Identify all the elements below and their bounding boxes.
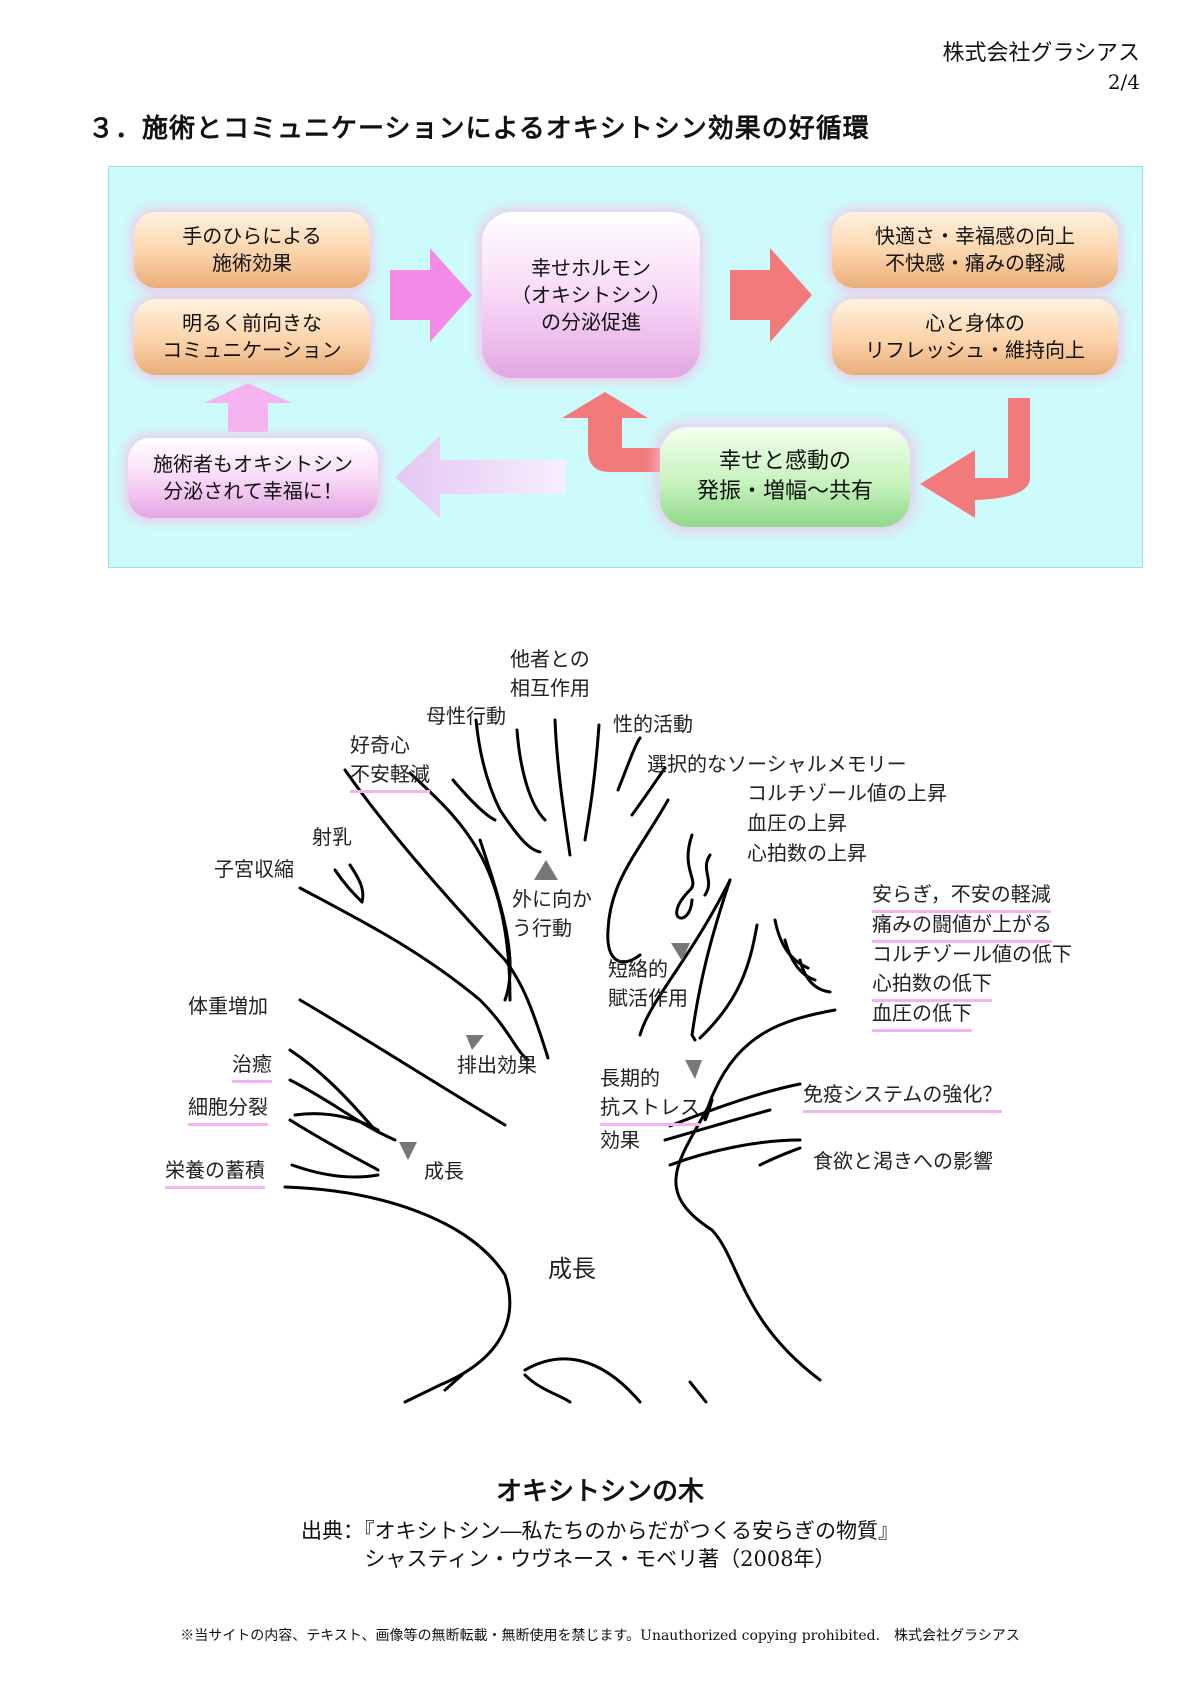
box-communication-line2: コミュニケーション (162, 338, 342, 362)
label-curiosity: 好奇心 (350, 733, 410, 757)
box-treatment-line1: 手のひらによる (182, 224, 322, 248)
figure-author: シャスティン・ウヴネース・モベリ著（2008年） (364, 1547, 836, 1571)
label-bp-up: 血圧の上昇 (747, 811, 847, 835)
label-short-term-line2: 賦活作用 (608, 986, 688, 1010)
marker-growth-branch (399, 1142, 417, 1160)
label-cortisol-down: コルチゾール値の低下 (872, 942, 1072, 966)
copyright-footer: ※当サイトの内容、テキスト、画像等の無断転載・無断使用を禁じます。Unautho… (180, 1628, 1020, 1644)
label-nutrient-storage: 栄養の蓄積 (165, 1156, 265, 1189)
figure-title: オキシトシンの木 (495, 1477, 704, 1507)
label-healing: 治癒 (232, 1050, 272, 1083)
label-selective-memory: 選択的なソーシャルメモリー (647, 752, 907, 776)
label-long-term-line2: 抗ストレス (600, 1093, 700, 1126)
box-practitioner-line2: 分泌されて幸福に！ (163, 479, 343, 503)
arrow-to-hormone (390, 248, 472, 342)
marker-excretion (466, 1035, 484, 1050)
label-hr-up: 心拍数の上昇 (747, 841, 867, 865)
box-hormone: 幸せホルモン （オキシトシン） の分泌促進 (482, 212, 700, 378)
label-growth-trunk: 成長 (548, 1255, 596, 1283)
box-practitioner-line1: 施術者もオキシトシン (153, 452, 353, 476)
label-outward-line1: 外に向か (512, 887, 592, 911)
label-milk-ejection: 射乳 (312, 825, 352, 849)
box-share-line1: 幸せと感動の (718, 449, 851, 475)
label-weight-gain: 体重増加 (188, 994, 268, 1018)
section-title: ３．施術とコミュニケーションによるオキシトシン効果の好循環 (88, 114, 870, 144)
arrow-to-comfort (730, 248, 812, 342)
box-treatment-effect: 手のひらによる 施術効果 (134, 212, 370, 288)
cycle-arrows (204, 248, 1030, 518)
arrow-to-share (920, 398, 1030, 518)
box-share-line2: 発振・増幅～共有 (696, 479, 873, 504)
box-share: 幸せと感動の 発振・増幅～共有 (660, 427, 910, 527)
page-number: 2/4 (1107, 70, 1140, 94)
label-bp-down: 血圧の低下 (872, 999, 972, 1032)
label-growth-branch: 成長 (424, 1159, 464, 1183)
box-comfort-line2: 不快感・痛みの軽減 (885, 251, 1065, 275)
box-hormone-line3: の分泌促進 (541, 309, 641, 334)
label-mutual-line2: 相互作用 (510, 676, 590, 700)
label-uterine-contraction: 子宮収縮 (214, 857, 294, 881)
label-short-term-line1: 短絡的 (608, 957, 668, 981)
label-long-term-antistress: 長期的 抗ストレス 効果 (600, 1064, 700, 1155)
box-treatment-line2: 施術効果 (212, 251, 292, 275)
box-communication: 明るく前向きな コミュニケーション (134, 299, 370, 375)
label-sexual-activity: 性的活動 (613, 712, 693, 736)
label-calm: 安らぎ，不安の軽減 (872, 880, 1051, 913)
company-name: 株式会社グラシアス (942, 41, 1140, 66)
arrow-to-practitioner (395, 436, 565, 518)
box-refresh-line2: リフレッシュ・維持向上 (865, 338, 1085, 362)
arrow-share-to-hormone (562, 392, 660, 472)
box-practitioner: 施術者もオキシトシン 分泌されて幸福に！ (128, 438, 378, 518)
label-immune-system: 免疫システムの強化？ (803, 1080, 1003, 1113)
label-anxiety-relief: 不安軽減 (350, 760, 430, 793)
label-outward-line2: う行動 (512, 916, 572, 940)
marker-outward (534, 860, 558, 880)
label-outward-behavior: 外に向か う行動 (512, 885, 592, 943)
label-short-term-activation: 短絡的 賦活作用 (608, 955, 688, 1013)
box-refresh: 心と身体の リフレッシュ・維持向上 (832, 299, 1118, 375)
label-long-term-line3: 効果 (600, 1128, 640, 1152)
box-hormone-line2: （オキシトシン） (511, 282, 671, 307)
label-cortisol-up: コルチゾール値の上昇 (747, 781, 947, 805)
label-maternal-behavior: 母性行動 (426, 704, 506, 728)
label-excretion-effect: 排出効果 (457, 1053, 537, 1077)
box-refresh-line1: 心と身体の (925, 311, 1025, 335)
label-mutual-interaction: 他者との 相互作用 (510, 645, 590, 703)
label-cell-division: 細胞分裂 (188, 1093, 268, 1126)
figure-source: 出典：『オキシトシン―私たちのからだがつくる安らぎの物質』 (300, 1519, 900, 1543)
box-hormone-line1: 幸せホルモン (531, 255, 651, 280)
box-comfort: 快適さ・幸福感の向上 不快感・痛みの軽減 (832, 212, 1118, 288)
box-comfort-line1: 快適さ・幸福感の向上 (875, 224, 1075, 248)
label-mutual-line1: 他者との (510, 647, 590, 671)
label-long-term-line1: 長期的 (600, 1066, 660, 1090)
box-communication-line1: 明るく前向きな (182, 311, 322, 335)
label-pain-threshold: 痛みの闘値が上がる (872, 910, 1052, 943)
label-hr-down: 心拍数の低下 (872, 969, 992, 1002)
arrow-up-to-communication (204, 383, 292, 432)
label-appetite-thirst: 食欲と渇きへの影響 (813, 1149, 993, 1173)
